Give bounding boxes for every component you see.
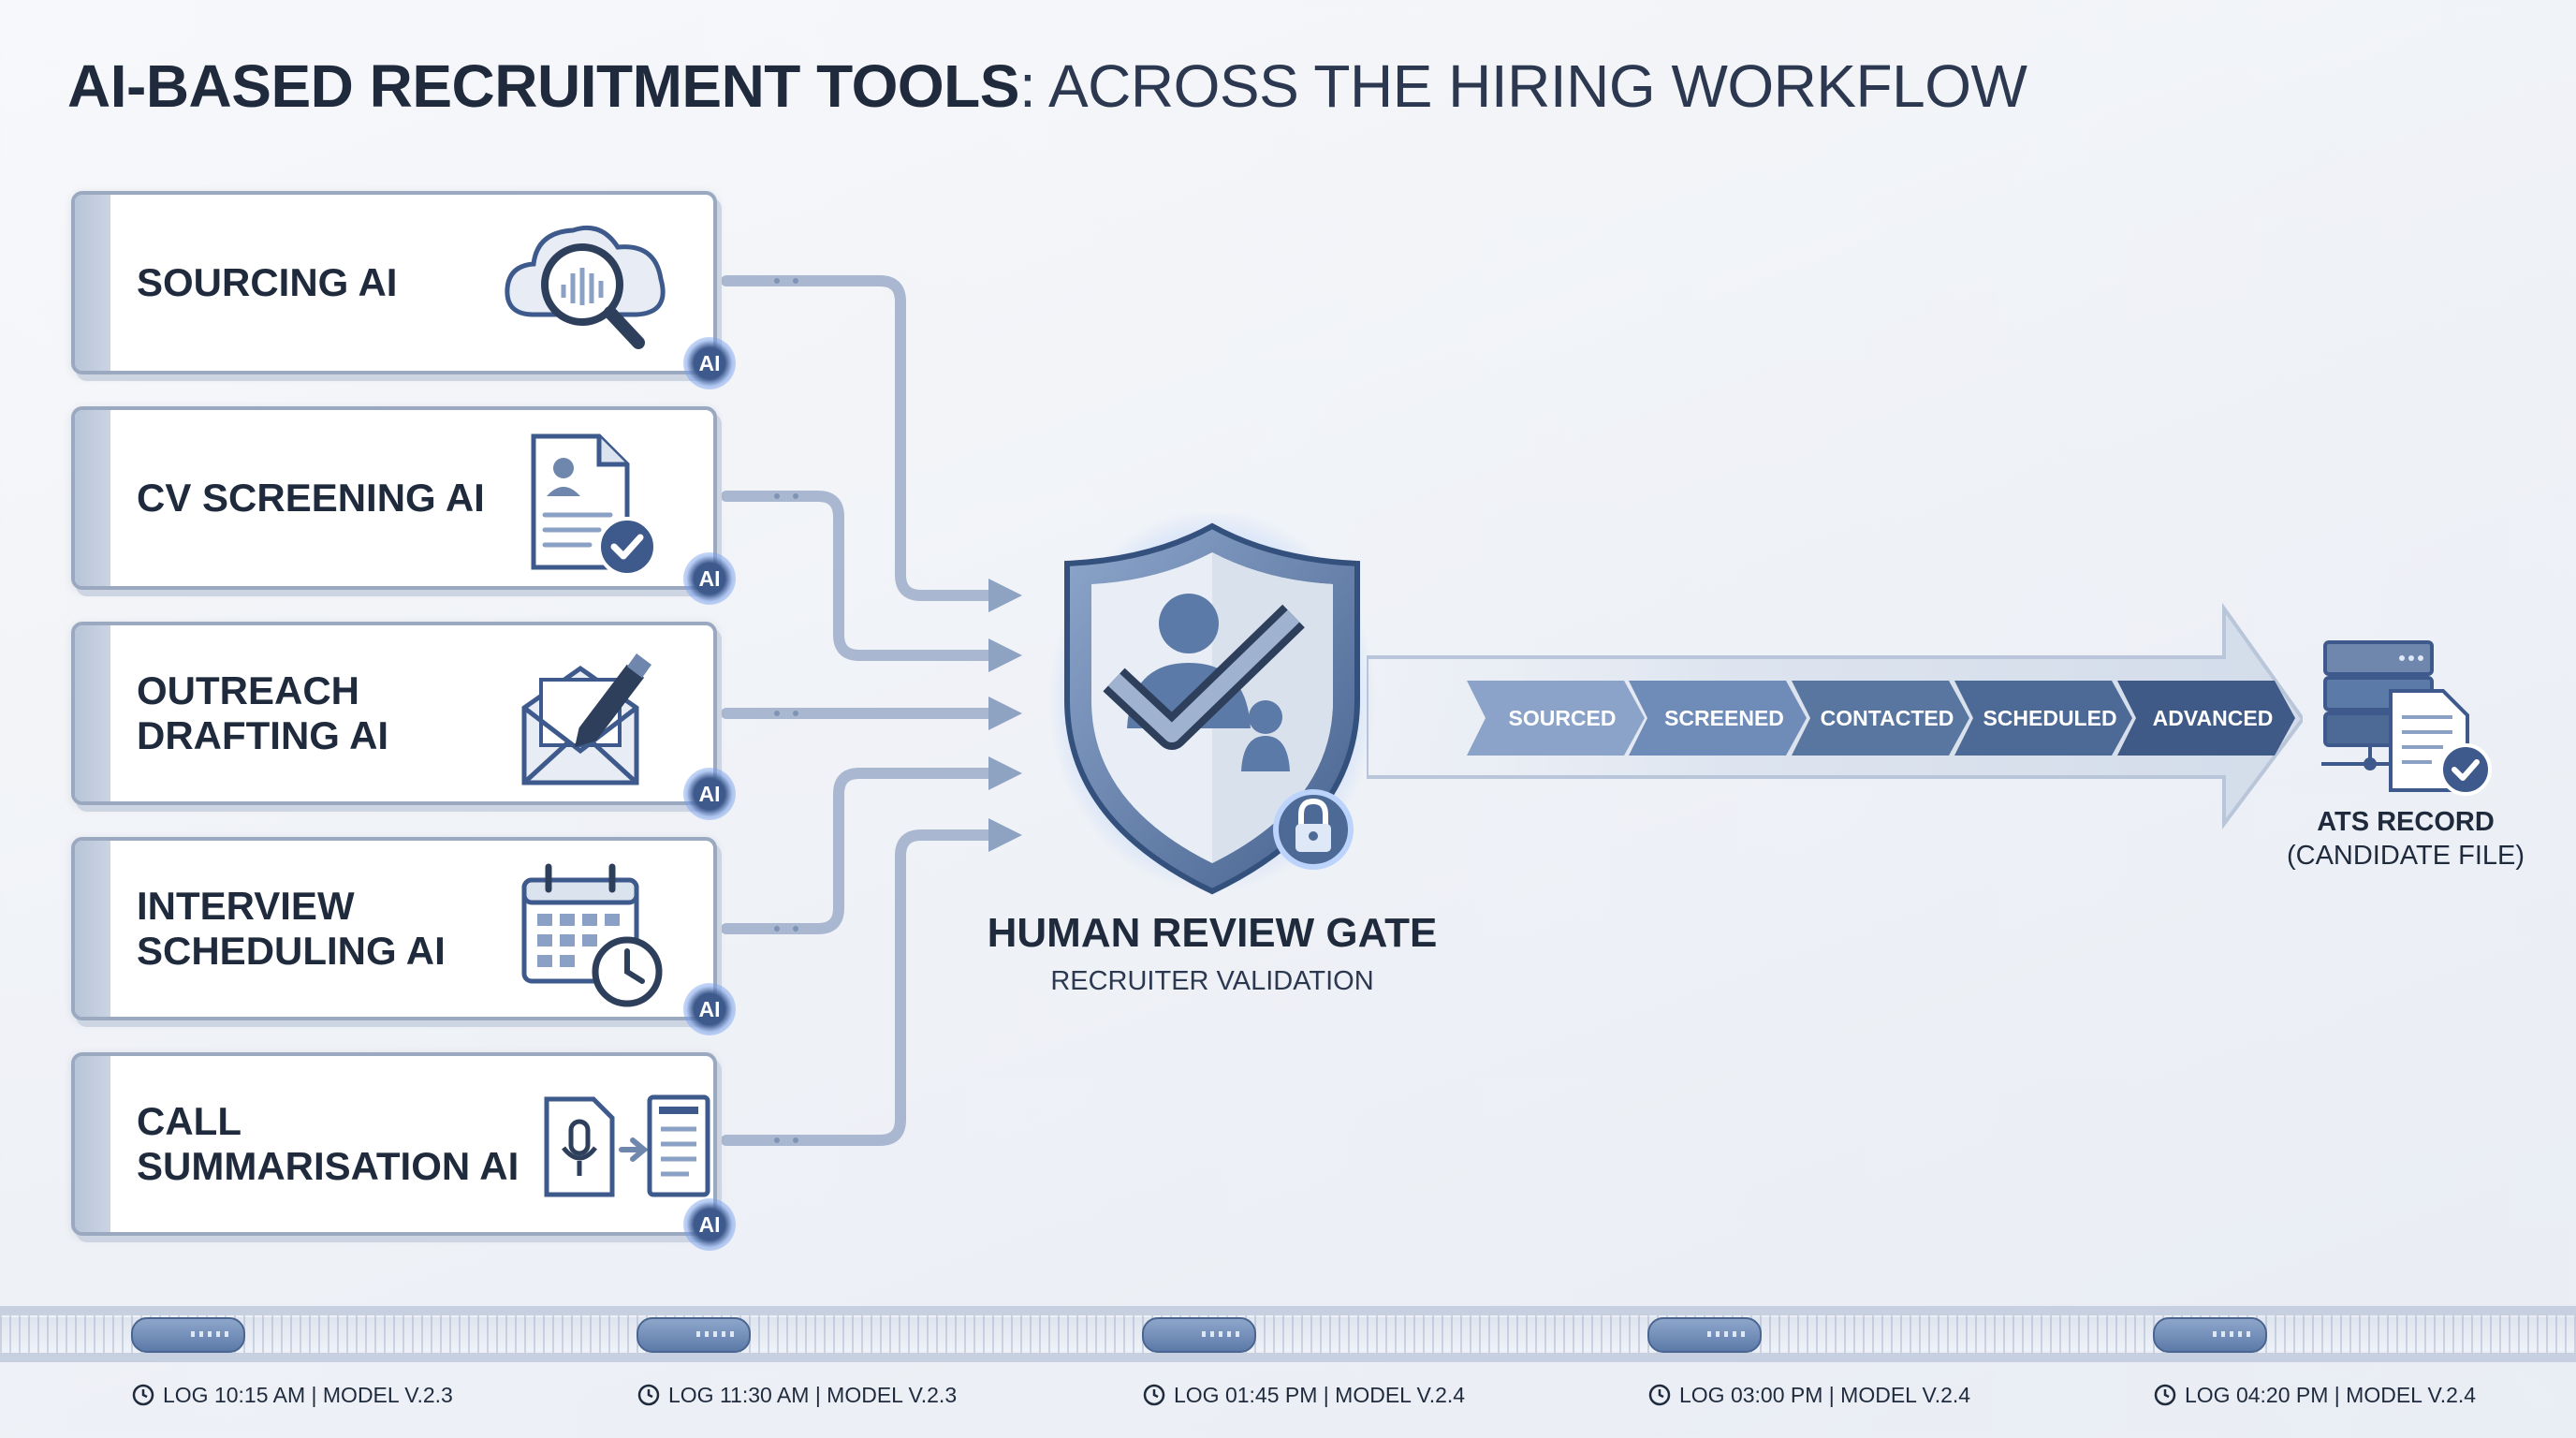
database-document-check-icon — [2321, 640, 2492, 796]
clock-icon — [637, 1384, 660, 1406]
stage-label: SOURCED — [1508, 705, 1617, 730]
clock-icon — [132, 1384, 154, 1406]
clock-icon — [2154, 1384, 2176, 1406]
timeline-node[interactable] — [2153, 1317, 2267, 1353]
ats-subtitle: (CANDIDATE FILE) — [2286, 841, 2525, 871]
clock-icon — [1143, 1384, 1165, 1406]
shield-user-check-icon — [1048, 513, 1376, 895]
connector-sourcing — [721, 275, 1000, 601]
stage-label: SCHEDULED — [1983, 705, 2117, 730]
arrowhead-3 — [988, 697, 1022, 730]
cv-document-check-icon — [531, 433, 657, 577]
tool-label: SOURCING AI — [137, 260, 398, 304]
tool-card-call-summarisation[interactable]: CALL SUMMARISATION AI AI — [71, 1052, 736, 1251]
ai-badge: AI — [683, 1198, 736, 1251]
log-text: LOG 01:45 PM | MODEL V.2.4 — [1174, 1382, 1466, 1407]
clock-icon — [1648, 1384, 1671, 1406]
log-text: LOG 04:20 PM | MODEL V.2.4 — [2185, 1382, 2477, 1407]
tool-label: OUTREACH DRAFTING AI — [137, 668, 389, 757]
gate-subtitle: RECRUITER VALIDATION — [1050, 966, 1374, 996]
arrowhead-2 — [988, 638, 1022, 672]
connector-summarisation — [721, 829, 1000, 1146]
page-title-sub: : ACROSS THE HIRING WORKFLOW — [1018, 52, 2027, 120]
log-text: LOG 03:00 PM | MODEL V.2.4 — [1679, 1382, 1971, 1407]
log-entry: LOG 10:15 AM | MODEL V.2.3 — [131, 1378, 453, 1412]
envelope-pen-icon — [521, 653, 651, 785]
stage-contacted: CONTACTED — [1792, 681, 1969, 756]
stage-screened: SCREENED — [1629, 681, 1807, 756]
tool-label: CALL SUMMARISATION AI — [137, 1099, 520, 1188]
stage-label: SCREENED — [1664, 705, 1784, 730]
log-timeline — [0, 1297, 2576, 1372]
calendar-clock-icon — [521, 863, 663, 1007]
arrowhead-1 — [988, 579, 1022, 612]
stage-sourced: SOURCED — [1467, 681, 1645, 756]
log-entry: LOG 04:20 PM | MODEL V.2.4 — [2153, 1378, 2476, 1412]
log-entry: LOG 03:00 PM | MODEL V.2.4 — [1647, 1378, 1970, 1412]
gate-title: HUMAN REVIEW GATE — [987, 910, 1438, 956]
stage-scheduled: SCHEDULED — [1954, 681, 2132, 756]
ai-badge: AI — [683, 337, 736, 389]
arrowhead-4 — [988, 756, 1022, 790]
tool-label: INTERVIEW SCHEDULING AI — [137, 884, 446, 973]
connector-scheduling — [721, 768, 1000, 934]
timeline-node[interactable] — [131, 1317, 245, 1353]
log-entry: LOG 01:45 PM | MODEL V.2.4 — [1142, 1378, 1465, 1412]
stage-label: ADVANCED — [2152, 705, 2274, 730]
ats-title: ATS RECORD — [2317, 807, 2495, 837]
lock-icon — [1273, 789, 1354, 870]
audio-to-document-icon — [544, 1094, 710, 1197]
tool-card-interview-scheduling[interactable]: INTERVIEW SCHEDULING AI AI — [71, 837, 736, 1035]
page-title-main: AI-BASED RECRUITMENT TOOLS — [67, 52, 1019, 120]
page-title: AI-BASED RECRUITMENT TOOLS: ACROSS THE H… — [67, 49, 2027, 124]
log-text: LOG 10:15 AM | MODEL V.2.3 — [163, 1382, 453, 1407]
timeline-node[interactable] — [1142, 1317, 1256, 1353]
connector-screening — [721, 491, 1000, 661]
arrowhead-5 — [988, 818, 1022, 852]
stage-advanced: ADVANCED — [2117, 681, 2295, 756]
ai-badge: AI — [683, 768, 736, 820]
timeline-node[interactable] — [1647, 1317, 1762, 1353]
tool-card-sourcing[interactable]: SOURCING AI AI — [71, 191, 736, 389]
tool-card-cv-screening[interactable]: CV SCREENING AI AI — [71, 406, 736, 605]
cloud-search-icon — [505, 225, 666, 349]
timeline-node[interactable] — [637, 1317, 751, 1353]
log-text: LOG 11:30 AM | MODEL V.2.3 — [668, 1382, 958, 1407]
stage-label: CONTACTED — [1820, 705, 1954, 730]
log-entry: LOG 11:30 AM | MODEL V.2.3 — [637, 1378, 957, 1412]
tool-card-outreach-drafting[interactable]: OUTREACH DRAFTING AI AI — [71, 622, 736, 820]
ai-badge: AI — [683, 552, 736, 605]
tool-label: CV SCREENING AI — [137, 476, 485, 520]
ai-badge: AI — [683, 983, 736, 1035]
